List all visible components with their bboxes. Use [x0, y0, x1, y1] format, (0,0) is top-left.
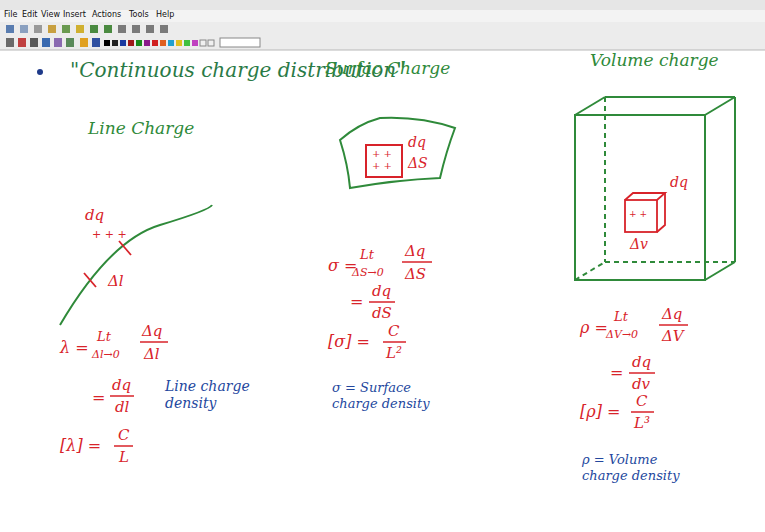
menu-item: View	[41, 11, 60, 19]
denominator: Δl	[144, 345, 160, 363]
note: ρ = Volume charge density	[582, 452, 697, 483]
equation-part: =	[350, 292, 363, 311]
charge-signs: + + +	[92, 228, 127, 241]
denominator: dv	[632, 375, 650, 393]
menu-bar	[0, 10, 765, 22]
denominator: dS	[372, 304, 392, 322]
denominator: L²	[386, 344, 402, 362]
limit: Lt	[360, 247, 374, 263]
equation-part: =	[610, 363, 623, 382]
denominator: L	[119, 448, 129, 466]
charged-surface	[340, 118, 455, 188]
volume-element	[625, 193, 665, 232]
equation-part: [ρ] =	[580, 402, 620, 421]
fraction-bars	[110, 262, 688, 446]
numerator: C	[636, 392, 647, 410]
menu-item: File	[4, 11, 17, 19]
menu-item: Edit	[22, 11, 38, 19]
heading: Line Charge	[88, 118, 194, 138]
menu-item: Help	[156, 11, 174, 19]
symbol: Δl	[108, 272, 124, 290]
numerator: dq	[372, 282, 391, 300]
charge-signs: + +	[372, 160, 392, 172]
equation-part: [σ] =	[328, 332, 370, 351]
note: σ = Surface charge density	[332, 380, 432, 411]
heading: Volume charge	[590, 50, 719, 70]
segment-tick	[84, 273, 96, 287]
denominator: ΔV	[662, 327, 684, 345]
limit: Lt	[614, 309, 628, 325]
symbol: Δv	[630, 236, 648, 253]
symbol: dq	[408, 134, 426, 151]
equation-part: =	[92, 388, 105, 407]
limit-sub: Δl→0	[92, 348, 120, 361]
denominator: L³	[634, 414, 650, 432]
numerator: C	[388, 322, 399, 340]
numerator: C	[118, 426, 129, 444]
menu-item: Tools	[129, 11, 149, 19]
charged-volume	[575, 97, 735, 280]
limit-sub: ΔS→0	[352, 266, 384, 279]
symbol: ΔS	[408, 155, 428, 172]
numerator: dq	[632, 353, 651, 371]
equation-part: λ =	[60, 338, 89, 357]
symbol: dq	[670, 174, 688, 191]
symbol: dq	[85, 206, 104, 224]
toolbar-icons	[6, 25, 260, 47]
note: Line charge density	[165, 378, 250, 412]
title-bar	[0, 0, 765, 10]
charge-signs: + +	[372, 148, 392, 160]
segment-tick	[119, 241, 131, 255]
numerator: dq	[112, 376, 131, 394]
menu-item: Insert	[63, 11, 86, 19]
tool-bar	[0, 22, 765, 50]
bullet	[37, 69, 43, 75]
charged-line	[60, 205, 212, 325]
numerator: Δq	[405, 242, 425, 260]
equation-part: [λ] =	[60, 436, 101, 455]
denominator: dl	[115, 398, 129, 416]
surface-element	[366, 145, 402, 177]
numerator: Δq	[662, 305, 682, 323]
denominator: ΔS	[405, 265, 426, 283]
heading: Surfac Charge	[325, 58, 450, 78]
limit-sub: ΔV→0	[606, 328, 638, 341]
limit: Lt	[97, 329, 111, 345]
menu-item: Actions	[92, 11, 121, 19]
charge-signs: + +	[629, 209, 647, 220]
numerator: Δq	[142, 322, 162, 340]
equation-part: ρ =	[580, 318, 608, 337]
